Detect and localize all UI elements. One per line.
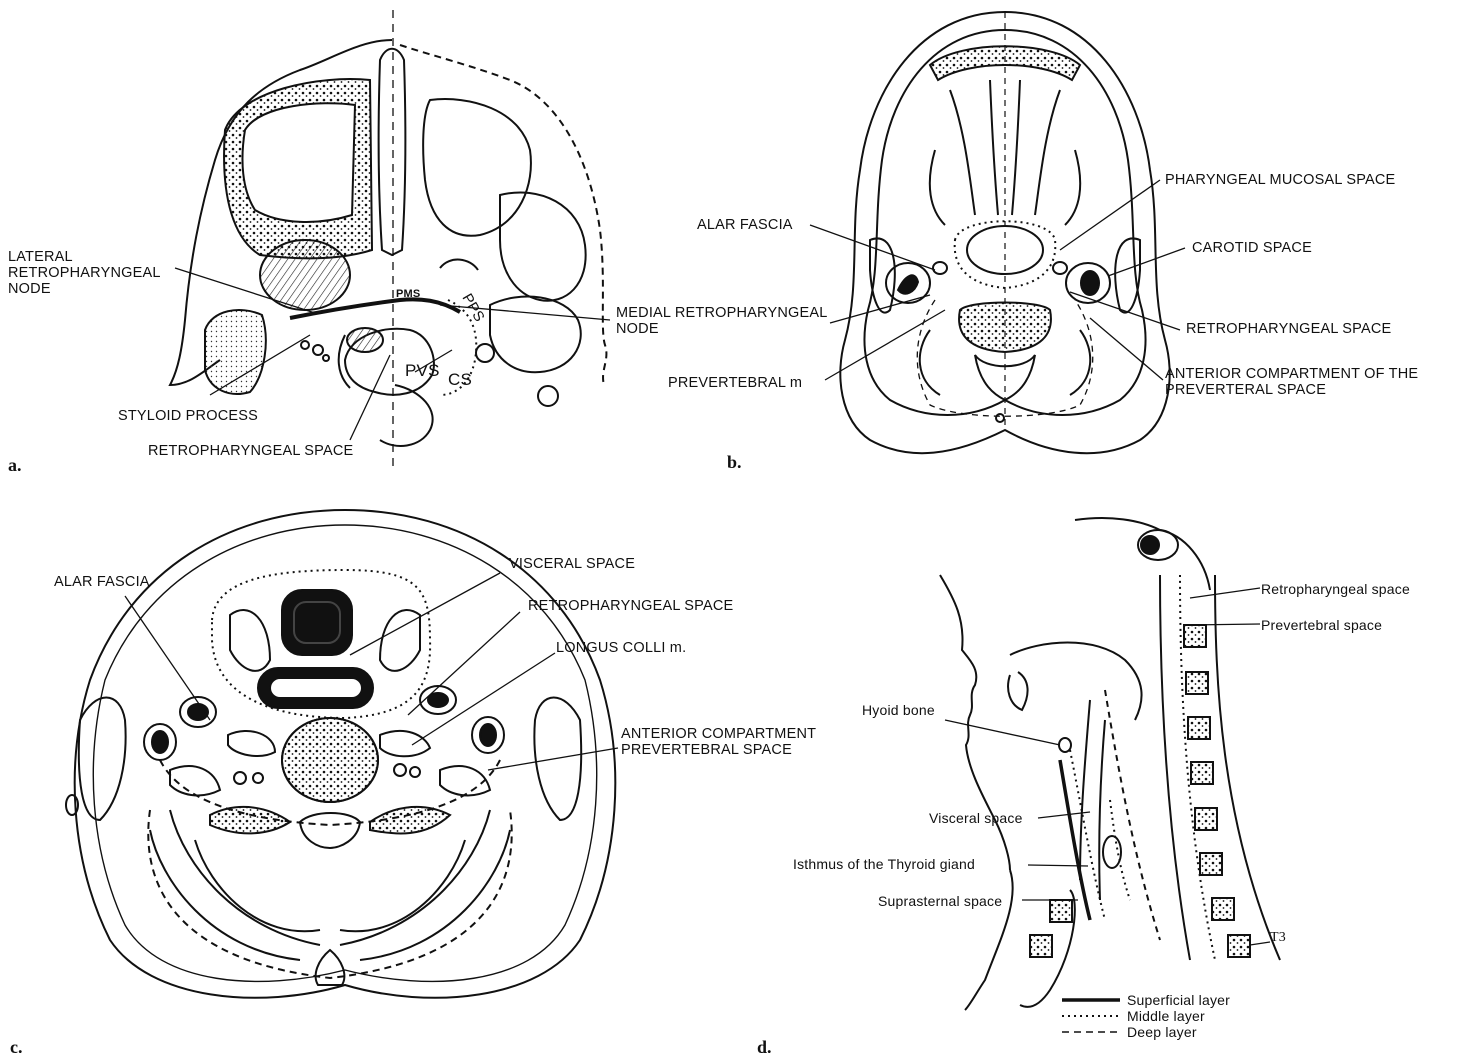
- panel-c-label: c.: [10, 1037, 23, 1058]
- label-isthmus-thyroid: Isthmus of the Thyroid giand: [793, 856, 975, 872]
- label-b-retropharyngeal-space: RETROPHARYNGEAL SPACE: [1186, 321, 1391, 337]
- label-hyoid-bone: Hyoid bone: [862, 702, 935, 718]
- label-c-anterior-compartment: ANTERIOR COMPARTMENT PREVERTEBRAL SPACE: [621, 726, 816, 758]
- label-b-anterior-compartment: ANTERIOR COMPARTMENT OF THE PREVERTERAL …: [1165, 366, 1418, 398]
- label-pms: PMS: [396, 286, 420, 302]
- panel-a-drawing: [170, 10, 606, 470]
- label-styloid-process: STYLOID PROCESS: [118, 408, 258, 424]
- label-suprasternal-space: Suprasternal space: [878, 893, 1002, 909]
- label-lateral-rp-node: LATERAL RETROPHARYNGEAL NODE: [8, 249, 161, 297]
- legend-superficial-label: Superficial layer: [1127, 992, 1230, 1008]
- label-t3: T3: [1270, 930, 1286, 946]
- label-c-retropharyngeal-space: RETROPHARYNGEAL SPACE: [528, 598, 733, 614]
- label-carotid-space: CAROTID SPACE: [1192, 240, 1312, 256]
- label-c-alar-fascia: ALAR FASCIA: [54, 574, 150, 590]
- panel-d-leaders: [945, 588, 1270, 945]
- label-a-retropharyngeal-space: RETROPHARYNGEAL SPACE: [148, 443, 353, 459]
- panel-b-label: b.: [727, 452, 742, 473]
- label-cs: CS: [448, 372, 472, 388]
- panel-d-legend-samples: [1062, 1000, 1120, 1032]
- label-pvs: PVS: [405, 363, 440, 379]
- label-pharyngeal-mucosal-space: PHARYNGEAL MUCOSAL SPACE: [1165, 172, 1395, 188]
- label-medial-rp-node: MEDIAL RETROPHARYNGEAL NODE: [616, 305, 827, 337]
- label-d-retropharyngeal-space: Retropharyngeal space: [1261, 581, 1410, 597]
- label-prevertebral-space: Prevertebral space: [1261, 617, 1382, 633]
- label-visceral-space: VISCERAL SPACE: [509, 556, 635, 572]
- label-longus-colli: LONGUS COLLI m.: [556, 640, 686, 656]
- label-b-alar-fascia: ALAR FASCIA: [697, 217, 793, 233]
- label-prevertebral-m: PREVERTEBRAL m: [668, 375, 802, 391]
- panel-b-drawing: [840, 12, 1169, 453]
- legend-deep-label: Deep layer: [1127, 1024, 1197, 1040]
- label-d-visceral-space: Visceral space: [929, 810, 1023, 826]
- panel-a-label: a.: [8, 455, 22, 476]
- legend-middle-label: Middle layer: [1127, 1008, 1205, 1024]
- panel-d-label: d.: [757, 1037, 772, 1058]
